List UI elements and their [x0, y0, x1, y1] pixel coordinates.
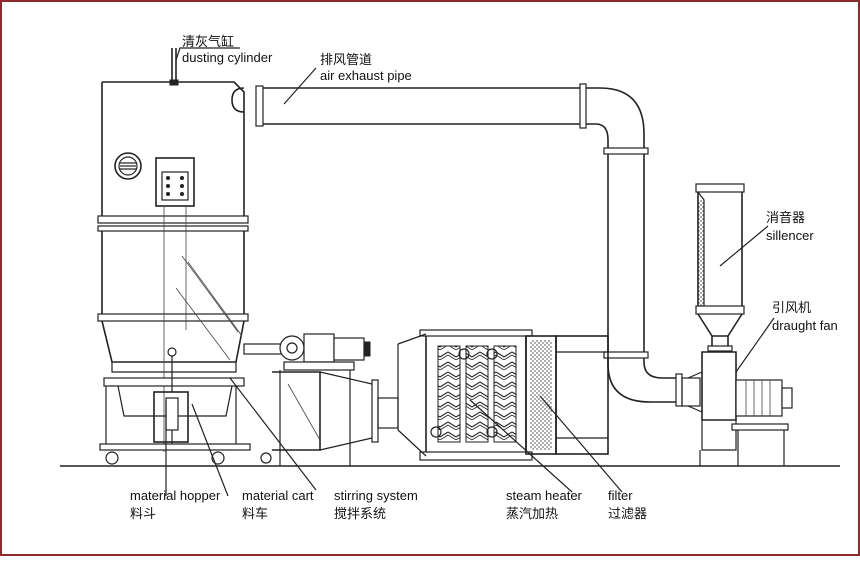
label-zh: 引风机 [772, 300, 811, 315]
label-zh: 蒸汽加热 [506, 506, 558, 521]
label-en: dusting cylinder [182, 50, 273, 65]
label-zh: 排风管道 [320, 52, 372, 67]
cart-wheel-icon [105, 451, 119, 465]
label-en: stirring system [334, 488, 418, 503]
leader-lines [165, 47, 775, 497]
cart-wheel-icon [211, 451, 225, 465]
label-dusting-cylinder: 清灰气缸 dusting cylinder [182, 34, 273, 65]
label-material-cart: material cart 料车 [242, 488, 314, 521]
stirring-motor [243, 333, 371, 466]
label-stirring-system: stirring system 搅拌系统 [334, 488, 418, 521]
sight-glass [114, 152, 142, 180]
inlet-duct [272, 371, 399, 451]
draught-fan [681, 351, 793, 466]
label-zh: 消音器 [766, 210, 805, 225]
air-exhaust-pipe [231, 83, 683, 407]
label-zh: 料车 [242, 506, 268, 521]
label-zh: 料斗 [130, 506, 156, 521]
label-zh: 搅拌系统 [334, 506, 386, 521]
cart-wheel-icon [260, 452, 272, 464]
silencer [695, 183, 745, 352]
label-en: draught fan [772, 318, 838, 333]
label-steam-heater: steam heater 蒸汽加热 [506, 488, 583, 521]
label-draught-fan: 引风机 draught fan [772, 300, 838, 333]
label-en: sillencer [766, 228, 814, 243]
label-silencer: 消音器 sillencer [766, 210, 814, 243]
filter [525, 335, 609, 455]
label-en: steam heater [506, 488, 583, 503]
material-hopper [153, 347, 189, 444]
label-filter: filter 过滤器 [608, 488, 647, 521]
label-material-hopper: material hopper 料斗 [130, 488, 221, 521]
label-en: air exhaust pipe [320, 68, 412, 83]
label-en: filter [608, 488, 633, 503]
dusting-cylinder [169, 48, 179, 86]
material-cart [99, 377, 272, 465]
fan-motor [735, 379, 783, 417]
access-panel [155, 157, 195, 207]
label-en: material hopper [130, 488, 221, 503]
label-zh: 过滤器 [608, 506, 647, 521]
label-air-exhaust-pipe: 排风管道 air exhaust pipe [320, 52, 412, 83]
label-zh: 清灰气缸 [182, 34, 234, 49]
dryer-tower [97, 81, 249, 452]
steam-heater [397, 329, 533, 461]
label-en: material cart [242, 488, 314, 503]
